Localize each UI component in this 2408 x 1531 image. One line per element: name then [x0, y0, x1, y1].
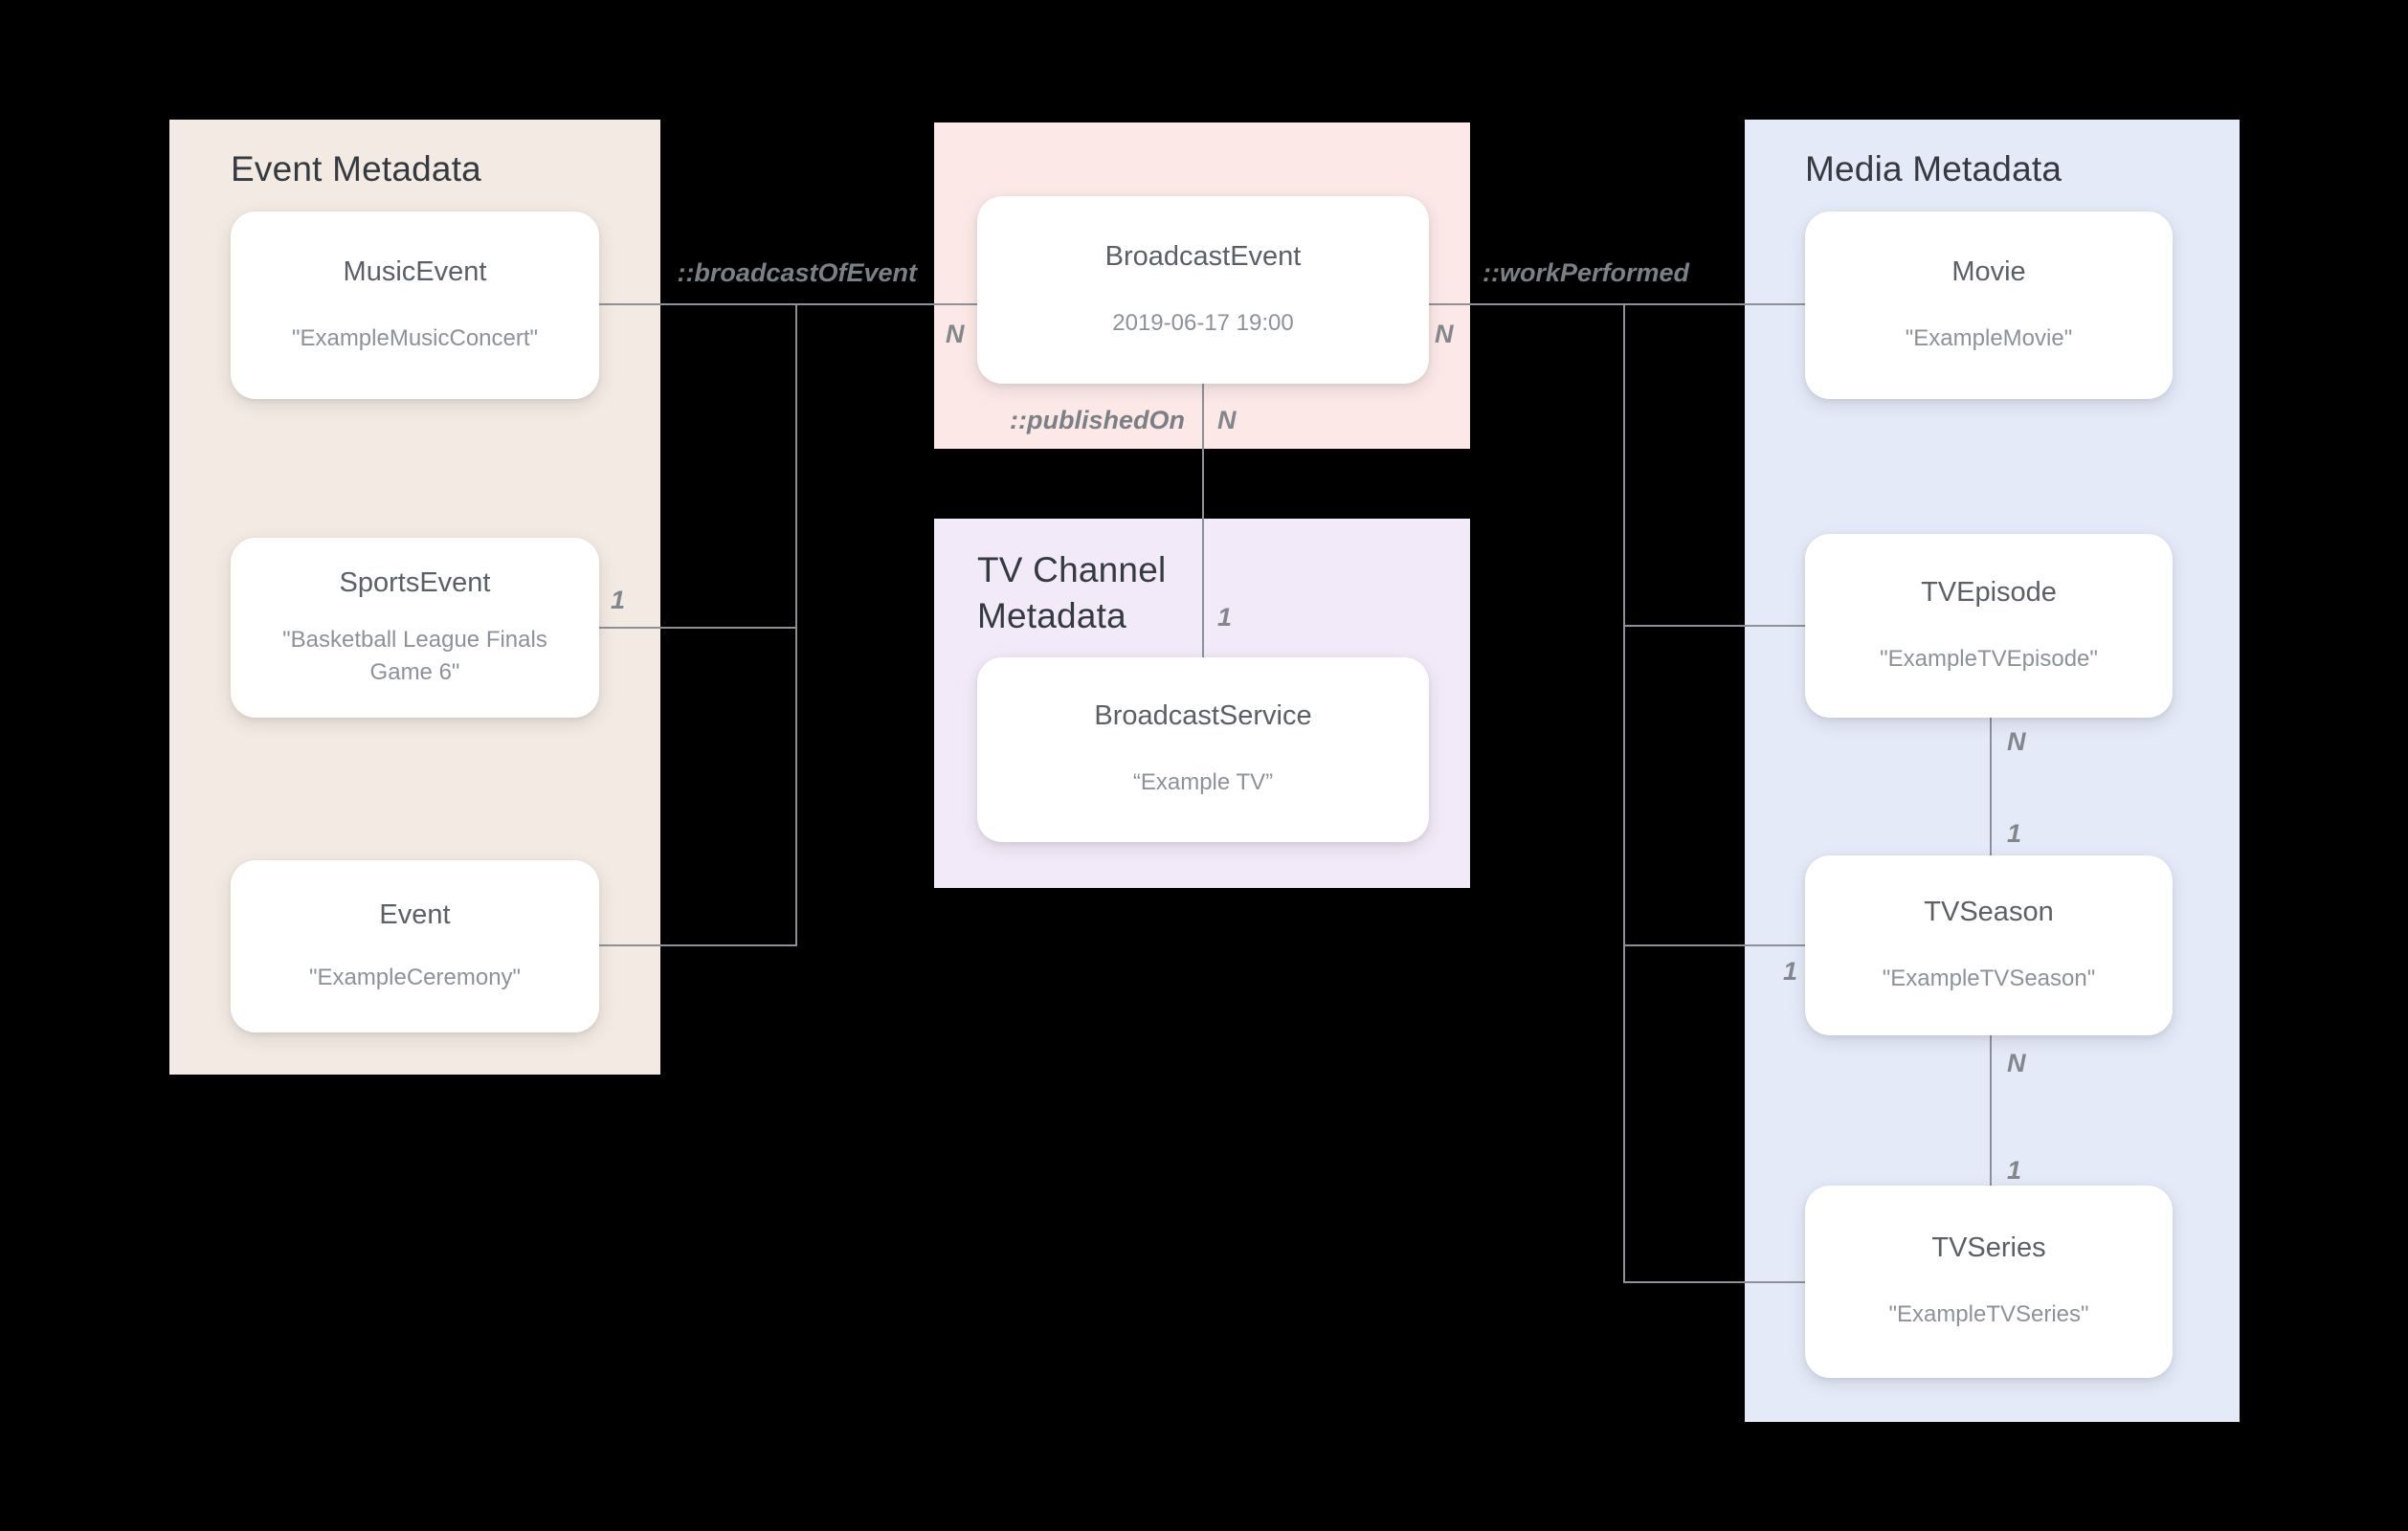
cardinality-n-broadcast-right: N: [1435, 320, 1454, 348]
edge-line-broadcast-of-event: [599, 303, 979, 305]
node-tv-episode-value: "ExampleTVEpisode": [1880, 645, 2098, 672]
cardinality-1-sports-event: 1: [611, 586, 626, 614]
node-event: Event "ExampleCeremony": [231, 860, 599, 1032]
cardinality-n-broadcast-left: N: [946, 320, 965, 348]
node-broadcast-service: BroadcastService “Example TV”: [977, 657, 1429, 842]
node-tv-series-title: TVSeries: [1931, 1232, 2046, 1264]
cardinality-n-season-series: N: [2007, 1049, 2026, 1077]
node-tv-episode: TVEpisode "ExampleTVEpisode": [1805, 534, 2173, 718]
cardinality-1-episode-season: 1: [2007, 819, 2022, 848]
node-sports-event-value: "Basketball League Finals Game 6": [282, 626, 547, 685]
node-sports-event-title: SportsEvent: [339, 566, 491, 598]
node-tv-series-value: "ExampleTVSeries": [1888, 1301, 2089, 1328]
edge-label-broadcast-of-event: ::broadcastOfEvent: [677, 258, 917, 287]
node-tv-season-value: "ExampleTVSeason": [1882, 965, 2096, 991]
edge-label-work-performed: ::workPerformed: [1483, 258, 1690, 287]
edge-line-work-performed: [1429, 303, 1805, 305]
node-broadcast-event: BroadcastEvent 2019-06-17 19:00: [977, 196, 1429, 384]
node-broadcast-service-value: “Example TV”: [1132, 769, 1274, 796]
edge-line-season-series: [1990, 1035, 1992, 1186]
edge-line-published-on: [1202, 384, 1204, 657]
node-movie-value: "ExampleMovie": [1905, 324, 2073, 351]
cardinality-n-published-on: N: [1217, 406, 1237, 434]
edge-line-event-junction-vertical: [795, 303, 797, 946]
edge-label-published-on: ::publishedOn: [1010, 406, 1185, 434]
edge-line-media-junction-vertical: [1623, 303, 1625, 1283]
event-metadata-title: Event Metadata: [231, 149, 481, 189]
edge-line-tv-series-branch: [1623, 1281, 1805, 1283]
edge-line-tv-episode-branch: [1623, 625, 1805, 627]
edge-line-sports-event-branch: [599, 627, 797, 629]
node-tv-season-title: TVSeason: [1924, 896, 2054, 927]
cardinality-n-episode-season: N: [2007, 727, 2026, 756]
cardinality-1-season-series: 1: [2007, 1156, 2022, 1185]
node-broadcast-service-title: BroadcastService: [1094, 700, 1312, 732]
node-sports-event: SportsEvent "Basketball League Finals Ga…: [231, 538, 599, 718]
cardinality-1-tv-season-left: 1: [1782, 957, 1797, 986]
node-music-event: MusicEvent "ExampleMusicConcert": [231, 211, 599, 399]
tv-channel-metadata-title: TV Channel Metadata: [977, 550, 1167, 636]
edge-line-episode-season: [1990, 718, 1992, 855]
node-movie-title: Movie: [1951, 255, 2026, 287]
node-event-title: Event: [379, 899, 451, 930]
node-movie: Movie "ExampleMovie": [1805, 211, 2173, 399]
node-music-event-title: MusicEvent: [343, 255, 487, 287]
cardinality-1-broadcast-service: 1: [1217, 603, 1233, 632]
node-tv-series: TVSeries "ExampleTVSeries": [1805, 1186, 2173, 1378]
node-event-value: "ExampleCeremony": [308, 964, 522, 990]
edge-line-tv-season-branch: [1623, 944, 1805, 946]
edge-line-event-branch: [599, 944, 797, 946]
node-broadcast-event-title: BroadcastEvent: [1104, 240, 1302, 272]
node-music-event-value: "ExampleMusicConcert": [291, 324, 539, 351]
node-tv-episode-title: TVEpisode: [1921, 576, 2057, 608]
node-tv-season: TVSeason "ExampleTVSeason": [1805, 855, 2173, 1035]
node-broadcast-event-value: 2019-06-17 19:00: [1112, 309, 1294, 336]
media-metadata-title: Media Metadata: [1805, 149, 2062, 189]
